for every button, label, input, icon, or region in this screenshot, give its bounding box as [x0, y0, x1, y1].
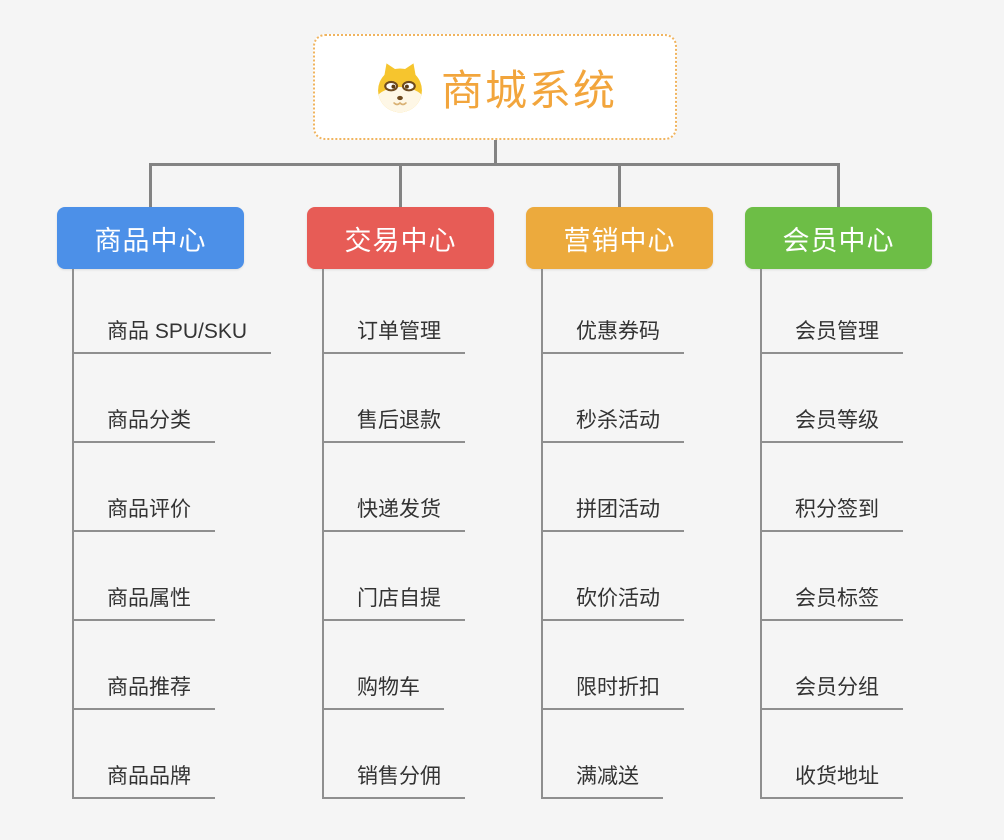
leaf-node[interactable]: 订单管理	[324, 316, 465, 354]
branch-node-product[interactable]: 商品中心	[57, 207, 244, 269]
leaf-node[interactable]: 商品分类	[74, 405, 215, 443]
leaf-node[interactable]: 快递发货	[324, 494, 465, 532]
root-node[interactable]: 商城系统	[313, 34, 677, 140]
shiba-dog-icon	[373, 60, 427, 114]
leaf-node[interactable]: 售后退款	[324, 405, 465, 443]
branch-node-marketing[interactable]: 营销中心	[526, 207, 713, 269]
leaf-node[interactable]: 积分签到	[762, 494, 903, 532]
leaf-node[interactable]: 收货地址	[762, 761, 903, 799]
root-title: 商城系统	[440, 66, 617, 114]
leaf-node[interactable]: 会员等级	[762, 405, 903, 443]
branch-column-product: 商品中心 商品 SPU/SKU 商品分类商品评价商品属性商品推荐商品品牌	[57, 207, 272, 799]
leaf-node[interactable]: 商品评价	[74, 494, 215, 532]
leaf-node[interactable]: 商品属性	[74, 583, 215, 621]
branch-node-member[interactable]: 会员中心	[745, 207, 932, 269]
leaf-node[interactable]: 购物车	[324, 672, 444, 710]
leaf-node[interactable]: 会员标签	[762, 583, 903, 621]
leaf-node[interactable]: 秒杀活动	[543, 405, 684, 443]
leaf-node[interactable]: 销售分佣	[324, 761, 465, 799]
leaf-node[interactable]: 门店自提	[324, 583, 465, 621]
leaf-node[interactable]: 商品 SPU/SKU	[74, 316, 272, 354]
leaf-node[interactable]: 优惠券码	[543, 316, 684, 354]
leaf-node[interactable]: 商品推荐	[74, 672, 215, 710]
leaf-node[interactable]: 限时折扣	[543, 672, 684, 710]
branch-leaves: 会员管理会员等级积分签到会员标签会员分组收货地址	[760, 269, 903, 799]
branch-leaves: 优惠券码秒杀活动拼团活动砍价活动限时折扣满减送	[541, 269, 684, 799]
leaf-node[interactable]: 会员分组	[762, 672, 903, 710]
branch-bus-line	[149, 163, 840, 208]
branch-column-trade: 交易中心 订单管理售后退款快递发货门店自提购物车销售分佣	[307, 207, 494, 799]
branch-column-marketing: 营销中心 优惠券码秒杀活动拼团活动砍价活动限时折扣满减送	[526, 207, 713, 799]
leaf-node[interactable]: 拼团活动	[543, 494, 684, 532]
leaf-node[interactable]: 会员管理	[762, 316, 903, 354]
branch-leaves: 商品 SPU/SKU 商品分类商品评价商品属性商品推荐商品品牌	[72, 269, 272, 799]
leaf-node[interactable]: 满减送	[543, 761, 663, 799]
branch-leaves: 订单管理售后退款快递发货门店自提购物车销售分佣	[322, 269, 465, 799]
branch-node-trade[interactable]: 交易中心	[307, 207, 494, 269]
branch-column-member: 会员中心 会员管理会员等级积分签到会员标签会员分组收货地址	[745, 207, 932, 799]
leaf-node[interactable]: 砍价活动	[543, 583, 684, 621]
leaf-node[interactable]: 商品品牌	[74, 761, 215, 799]
